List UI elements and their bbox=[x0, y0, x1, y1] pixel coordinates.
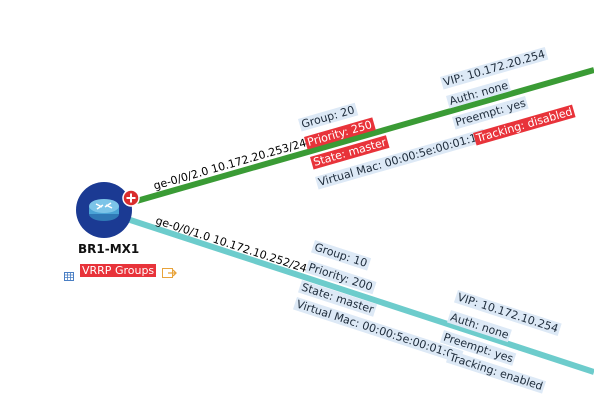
table-icon[interactable] bbox=[64, 266, 74, 281]
router-node[interactable] bbox=[76, 182, 140, 238]
vrrp-groups-button[interactable]: VRRP Groups bbox=[80, 263, 157, 277]
router-icon bbox=[89, 199, 119, 221]
link-ge-0-0-1[interactable] bbox=[111, 211, 594, 375]
node-toolbar: VRRP Groups bbox=[64, 263, 178, 281]
link-ge-0-0-2[interactable] bbox=[111, 67, 594, 211]
open-details-icon[interactable] bbox=[162, 264, 178, 278]
add-badge-icon[interactable] bbox=[122, 189, 140, 207]
node-name: BR1-MX1 bbox=[78, 242, 140, 256]
